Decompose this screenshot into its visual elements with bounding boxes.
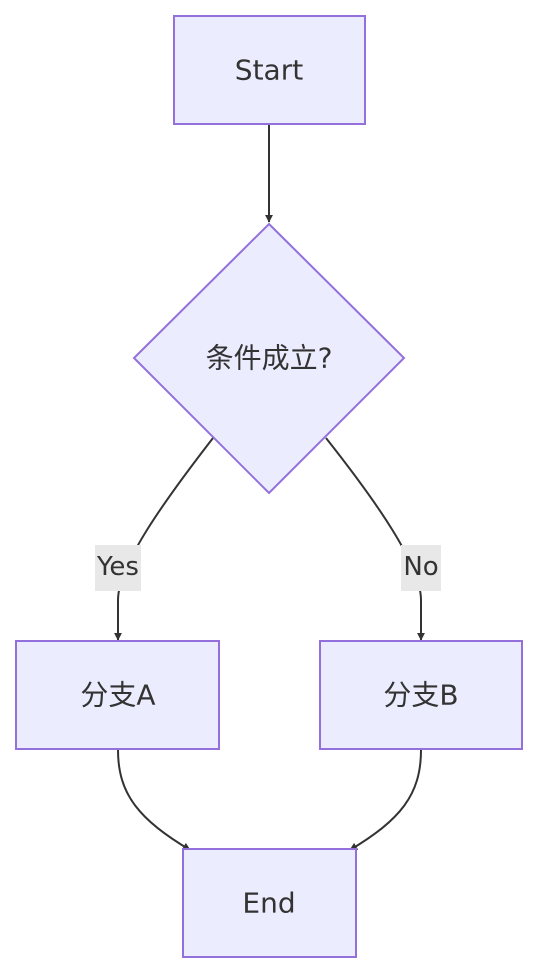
edge-label-yes-text: Yes [96, 552, 139, 582]
node-branch-b[interactable]: 分支B [319, 640, 523, 750]
node-branch-b-label: 分支B [383, 679, 458, 712]
edge-decision-to-branch-a [114, 437, 214, 641]
edge-branch-b-to-end [349, 749, 422, 851]
node-branch-a[interactable]: 分支A [15, 640, 220, 750]
node-decision[interactable]: 条件成立? [132, 222, 406, 495]
node-end[interactable]: End [182, 848, 357, 958]
edge-branch-a-to-end [117, 749, 191, 851]
node-start-label: Start [235, 54, 303, 87]
edge-label-no-text: No [403, 552, 438, 582]
edge-label-yes: Yes [95, 545, 141, 591]
edge-decision-to-branch-b [325, 437, 425, 641]
node-branch-a-label: 分支A [80, 679, 155, 712]
edge-label-no: No [401, 545, 441, 591]
node-start[interactable]: Start [173, 15, 366, 125]
node-end-label: End [242, 887, 295, 920]
node-decision-label: 条件成立? [206, 342, 333, 375]
